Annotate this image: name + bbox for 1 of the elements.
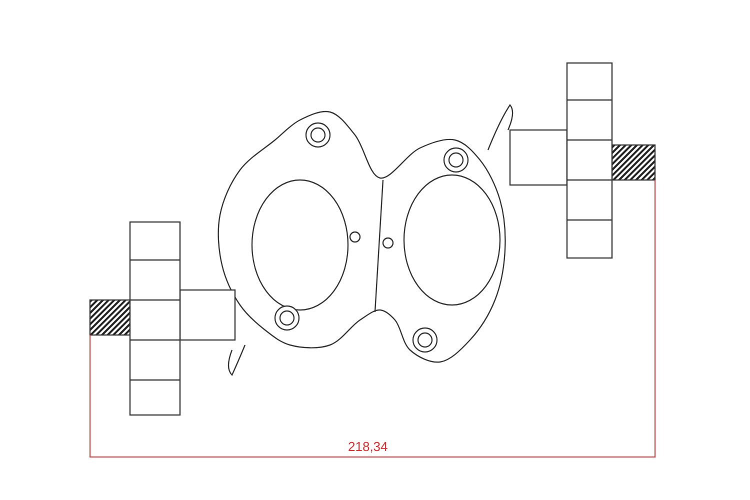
dimension-label: 218,34: [348, 439, 388, 454]
